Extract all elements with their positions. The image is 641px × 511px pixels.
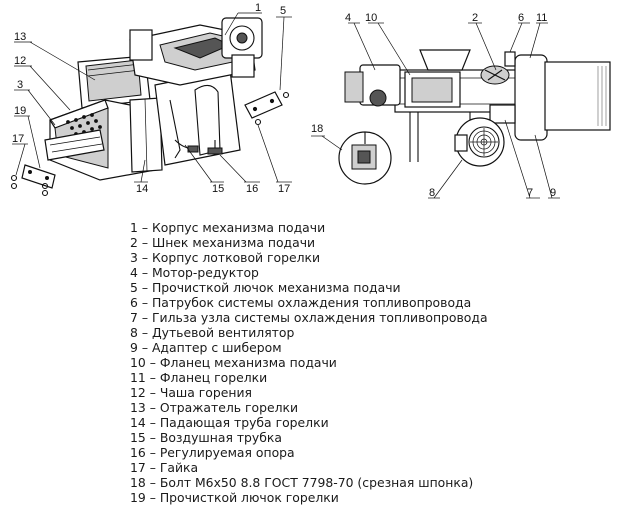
legend-item: 9 – Адаптер с шибером: [130, 340, 282, 355]
burner-assembly-drawing: 1 5 13 12 3 19 17 14 15 16 17: [10, 2, 611, 199]
legend-item: 16 – Регулируемая опора: [130, 445, 295, 460]
callout-14: 14: [136, 183, 148, 195]
legend-item: 11 – Фланец горелки: [130, 370, 268, 385]
callout-17-right: 17: [278, 183, 290, 195]
callout-13: 13: [14, 31, 26, 43]
callout-3: 3: [17, 79, 23, 91]
callout-12: 12: [14, 55, 26, 67]
callout-1: 1: [255, 2, 261, 14]
isometric-view: [10, 17, 290, 197]
legend-item: 10 – Фланец механизма подачи: [130, 355, 337, 370]
legend-item: 19 – Прочисткой лючок горелки: [130, 490, 339, 505]
legend-item: 6 – Патрубок системы охлаждения топливоп…: [130, 295, 472, 310]
callout-8: 8: [429, 187, 435, 199]
side-view: [338, 49, 611, 185]
legend-item: 14 – Падающая труба горелки: [130, 415, 329, 430]
right-callouts: 4 10 2 6 11 18 8 7 9: [311, 12, 556, 199]
legend-item: 3 – Корпус лотковой горелки: [130, 250, 321, 265]
legend-item: 1 – Корпус механизма подачи: [130, 220, 326, 235]
legend-item: 12 – Чаша горения: [130, 385, 252, 400]
legend-item: 17 – Гайка: [130, 460, 199, 475]
callout-9: 9: [550, 187, 556, 199]
legend-item: 4 – Мотор-редуктор: [130, 265, 259, 280]
callout-4: 4: [345, 12, 351, 24]
callout-19: 19: [14, 105, 26, 117]
callout-10: 10: [365, 12, 377, 24]
callout-6: 6: [518, 12, 524, 24]
left-callouts: 1 5 13 12 3 19 17 14 15 16 17: [12, 2, 290, 195]
callout-18: 18: [311, 123, 323, 135]
callout-15: 15: [212, 183, 224, 195]
legend-item: 13 – Отражатель горелки: [130, 400, 299, 415]
legend-item: 2 – Шнек механизма подачи: [130, 235, 316, 250]
right-leaders: [311, 22, 560, 199]
legend-item: 7 – Гильза узла системы охлаждения топли…: [130, 310, 488, 325]
legend-item: 15 – Воздушная трубка: [130, 430, 282, 445]
left-leaders: [12, 12, 292, 183]
callout-17-left: 17: [12, 133, 24, 145]
legend-item: 18 – Болт М6х50 8.8 ГОСТ 7798-70 (срезна…: [130, 475, 474, 490]
callout-5: 5: [280, 5, 286, 17]
callout-11: 11: [536, 12, 547, 24]
callout-7: 7: [527, 187, 533, 199]
callout-2: 2: [472, 12, 478, 24]
legend-item: 8 – Дутьевой вентилятор: [130, 325, 295, 340]
legend-item: 5 – Прочисткой лючок механизма подачи: [130, 280, 401, 295]
parts-legend: 1 – Корпус механизма подачи 2 – Шнек мех…: [130, 220, 488, 505]
callout-16: 16: [246, 183, 258, 195]
